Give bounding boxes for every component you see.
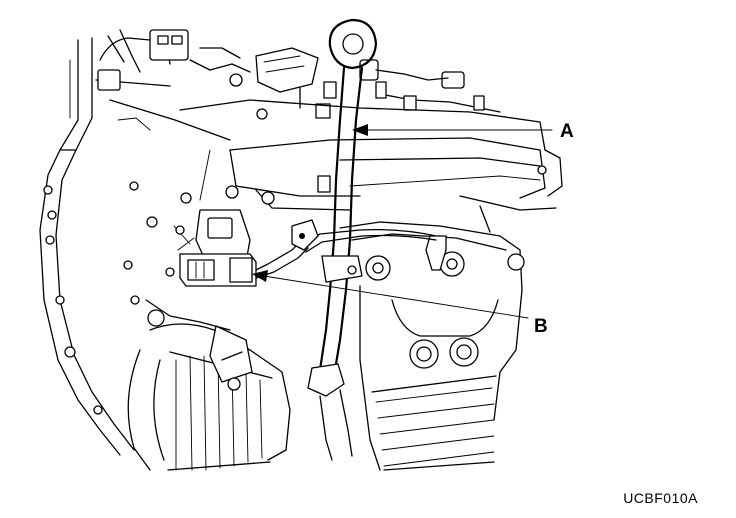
upper-wiring-harness bbox=[97, 29, 501, 120]
timing-cover bbox=[39, 37, 231, 456]
oxygen-sensor bbox=[299, 228, 447, 271]
callout-label-b: B bbox=[534, 316, 548, 337]
cylinder-head-cover bbox=[179, 99, 563, 233]
callout-label-a: A bbox=[560, 121, 574, 142]
callout-leader-b bbox=[252, 270, 529, 319]
callout-leader-a bbox=[352, 124, 553, 136]
sensor-connector bbox=[179, 219, 319, 287]
alternator bbox=[127, 323, 291, 471]
mounting-bracket bbox=[145, 209, 251, 331]
figure-caption: UCBF010A bbox=[623, 490, 698, 506]
exhaust-manifold bbox=[339, 221, 525, 471]
oil-dipstick bbox=[307, 18, 378, 461]
